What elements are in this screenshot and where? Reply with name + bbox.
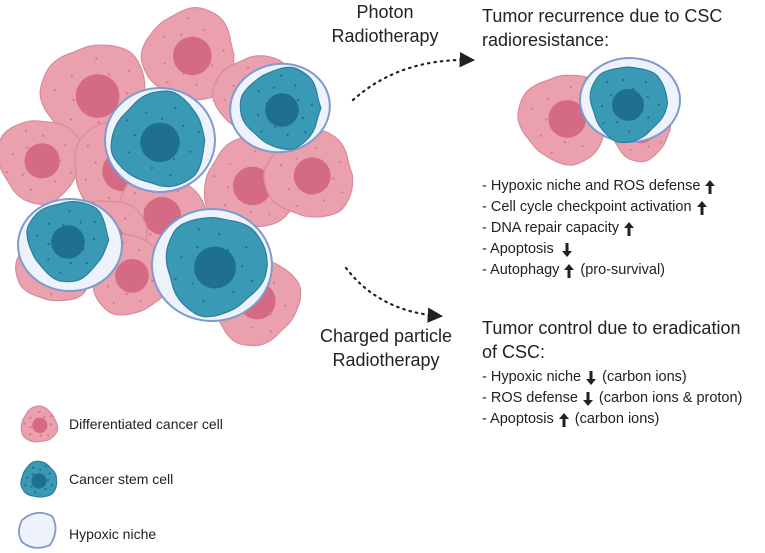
charged-particle-radiotherapy-label: Charged particle Radiotherapy [319, 326, 453, 370]
down-arrow-icon [581, 391, 595, 407]
differentiated-cancer-cell-icon [20, 405, 59, 443]
tumor-cluster [0, 6, 354, 347]
legend-label-stem-cell: Cancer stem cell [69, 471, 174, 487]
control-list: - Hypoxic niche (carbon ions) - ROS defe… [482, 367, 742, 430]
legend-label-hypoxic-niche: Hypoxic niche [69, 526, 157, 542]
differentiated-cancer-cell [0, 120, 84, 206]
list-item: - Hypoxic niche (carbon ions) [482, 367, 742, 388]
item-text: - Apoptosis [482, 411, 554, 427]
down-arrow-icon [584, 370, 598, 386]
cancer-stem-cell [110, 90, 206, 188]
control-title: Tumor control due to eradication of CSC: [482, 318, 741, 362]
recurrence-title: Tumor recurrence due to CSC radioresista… [482, 6, 723, 50]
legend-label-differentiated: Differentiated cancer cell [69, 416, 223, 432]
list-item: - Cell cycle checkpoint activation [482, 197, 717, 218]
charged-particle-arrow [344, 266, 444, 323]
item-text: - ROS defense [482, 390, 578, 406]
up-arrow-icon [557, 412, 571, 428]
list-item: - ROS defense (carbon ions & proton) [482, 388, 742, 409]
differentiated-cancer-cell [20, 405, 59, 443]
cancer-stem-cell-icon [20, 460, 58, 498]
cancer-stem-cell [589, 66, 669, 144]
item-text: - DNA repair capacity [482, 220, 619, 236]
recurrence-list: - Hypoxic niche and ROS defense - Cell c… [482, 176, 717, 281]
item-text: - Cell cycle checkpoint activation [482, 199, 692, 215]
up-arrow-icon [695, 200, 709, 216]
cancer-stem-cell [20, 460, 58, 498]
up-arrow-icon [703, 179, 717, 195]
photon-arrow [351, 51, 476, 102]
cancer-stem-cell [239, 66, 322, 151]
photon-radiotherapy-label: Photon Radiotherapy [331, 2, 439, 46]
up-arrow-icon [622, 221, 636, 237]
list-item: - DNA repair capacity [482, 218, 717, 239]
list-item: - Hypoxic niche and ROS defense [482, 176, 717, 197]
differentiated-cancer-cell [140, 6, 235, 101]
legend-icons [18, 405, 59, 549]
item-text: - Hypoxic niche [482, 369, 582, 385]
hypoxic-niche-icon [18, 511, 57, 549]
item-note: (carbon ions & proton) [598, 390, 743, 406]
item-text: - Apoptosis [482, 241, 554, 257]
cancer-stem-cell [165, 217, 268, 318]
item-text: - Hypoxic niche and ROS defense [482, 178, 701, 194]
recurrence-cell-cluster [517, 57, 681, 166]
list-item: - Apoptosis (carbon ions) [482, 409, 742, 430]
item-text: - Autophagy [482, 262, 560, 278]
list-item: - Apoptosis [482, 239, 717, 260]
item-note: (carbon ions) [574, 411, 660, 427]
item-note: (carbon ions) [602, 369, 687, 385]
down-arrow-icon [560, 242, 574, 258]
cancer-stem-cell [26, 200, 110, 283]
up-arrow-icon [562, 263, 576, 279]
list-item: - Autophagy (pro-survival) [482, 260, 717, 281]
item-note: (pro-survival) [580, 262, 665, 278]
